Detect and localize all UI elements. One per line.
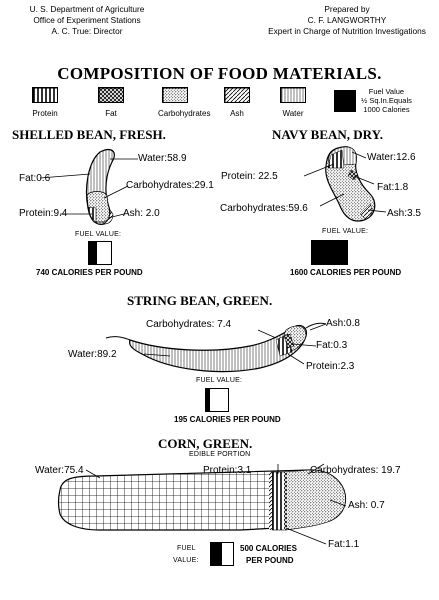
string-bean-calories: 195 calories per pound bbox=[174, 415, 281, 424]
header-director: A. C. True: Director bbox=[51, 26, 123, 36]
shelled-bean-fat-label: Fat:0.6 bbox=[19, 173, 51, 184]
legend-fuel-value: Fuel Value ½ Sq.In.Equals 1000 Calories bbox=[334, 87, 412, 114]
navy-bean-illustration bbox=[303, 146, 387, 222]
corn-subtitle: EDIBLE PORTION bbox=[189, 451, 251, 458]
shelled-bean-calories: 740 calories per pound bbox=[36, 268, 143, 277]
navy-bean-protein-label: Protein: 22.5 bbox=[221, 171, 278, 182]
navy-bean-ash-label: Ash:3.5 bbox=[387, 208, 421, 219]
shelled-bean-illustration bbox=[39, 149, 138, 225]
header-author: C. F. LANGWORTHY bbox=[307, 15, 387, 25]
fat-swatch-icon bbox=[98, 87, 126, 105]
string-bean-fuel-fill bbox=[206, 389, 211, 411]
string-bean-carbohydrates-label: Carbohydrates: 7.4 bbox=[146, 319, 232, 330]
legend-fat: Fat bbox=[98, 87, 126, 118]
legend-label: Carbohydrates bbox=[158, 109, 211, 118]
page-title: COMPOSITION OF FOOD MATERIALS. bbox=[57, 64, 382, 83]
string-bean-protein-label: Protein:2.3 bbox=[306, 361, 355, 372]
legend-water: Water bbox=[280, 87, 308, 118]
water-swatch-icon bbox=[280, 87, 308, 105]
navy-bean-fuel-label: Fuel value: bbox=[322, 228, 369, 235]
legend-label: Fat bbox=[105, 109, 117, 118]
fuel-value-swatch-icon bbox=[334, 89, 356, 112]
shelled-bean-protein-label: Protein:9.4 bbox=[19, 208, 68, 219]
fuel-legend-text: Fuel Value ½ Sq.In.Equals 1000 Calories bbox=[361, 87, 412, 114]
string-bean-fuel-label: Fuel value: bbox=[196, 377, 243, 384]
navy-bean-calories: 1600 calories per pound bbox=[290, 268, 402, 277]
corn-illustration bbox=[57, 463, 347, 545]
corn-fuel-label-line2: value: bbox=[173, 557, 199, 564]
header-prepared-by: Prepared by bbox=[324, 4, 370, 14]
corn-fuel-fill bbox=[211, 543, 222, 565]
shelled-bean-fuel-fill bbox=[89, 242, 98, 264]
protein-swatch-icon bbox=[32, 87, 60, 105]
legend-protein: Protein bbox=[32, 87, 60, 118]
navy-bean-fat-label: Fat:1.8 bbox=[377, 182, 409, 193]
fuel-legend-line: Fuel Value bbox=[368, 87, 405, 96]
string-bean-ash-label: Ash:0.8 bbox=[326, 318, 360, 329]
navy-bean-title: NAVY BEAN, DRY. bbox=[272, 127, 384, 142]
navy-bean-fuel-fill bbox=[311, 240, 348, 265]
fuel-legend-line: 1000 Calories bbox=[363, 105, 410, 114]
legend-carbohydrates: Carbohydrates bbox=[158, 87, 210, 118]
string-bean-water-label: Water:89.2 bbox=[68, 349, 117, 360]
header-office: Office of Experiment Stations bbox=[33, 15, 141, 25]
shelled-bean-fuel-box bbox=[88, 241, 112, 265]
shelled-bean-ash-label: Ash: 2.0 bbox=[123, 208, 160, 219]
header-department: U. S. Department of Agriculture bbox=[29, 4, 145, 14]
header-right: Prepared by C. F. LANGWORTHY Expert in C… bbox=[262, 4, 432, 37]
header-author-title: Expert in Charge of Nutrition Investigat… bbox=[268, 26, 426, 36]
navy-bean-water-label: Water:12.6 bbox=[367, 152, 416, 163]
string-bean-title: STRING BEAN, GREEN. bbox=[127, 293, 273, 308]
corn-title: CORN, GREEN. bbox=[158, 436, 253, 451]
string-bean-illustration bbox=[105, 322, 327, 373]
fuel-legend-line: ½ Sq.In.Equals bbox=[361, 96, 412, 105]
string-bean-fuel-box bbox=[205, 388, 229, 412]
header-left: U. S. Department of Agriculture Office o… bbox=[12, 4, 162, 37]
corn-calories-line1: 500 calories bbox=[240, 544, 297, 553]
shelled-bean-fuel-label: Fuel value: bbox=[75, 231, 122, 238]
corn-carbohydrates-label: Carbohydrates: 19.7 bbox=[310, 465, 401, 476]
shelled-bean-carbohydrates-label: Carbohydrates:29.1 bbox=[126, 180, 214, 191]
corn-calories-line2: per pound bbox=[246, 556, 294, 565]
corn-fat-label: Fat:1.1 bbox=[328, 539, 360, 550]
corn-protein-label: Protein:3.1 bbox=[203, 465, 252, 476]
navy-bean-carbohydrates-label: Carbohydrates:59.6 bbox=[220, 203, 308, 214]
legend-label: Ash bbox=[230, 109, 244, 118]
corn-water-label: Water:75.4 bbox=[35, 465, 84, 476]
legend-label: Protein bbox=[32, 109, 58, 118]
navy-bean-fuel-box bbox=[311, 240, 357, 265]
corn-fuel-box bbox=[210, 542, 234, 566]
corn-fuel-label-line1: Fuel bbox=[177, 545, 196, 552]
shelled-bean-water-label: Water:58.9 bbox=[138, 153, 187, 164]
corn-ash-label: Ash: 0.7 bbox=[348, 500, 385, 511]
string-bean-fat-label: Fat:0.3 bbox=[316, 340, 348, 351]
legend-ash: Ash bbox=[224, 87, 252, 118]
legend-label: Water bbox=[282, 109, 304, 118]
shelled-bean-title: SHELLED BEAN, FRESH. bbox=[12, 127, 166, 142]
ash-swatch-icon bbox=[224, 87, 252, 105]
carbohydrates-swatch-icon bbox=[162, 87, 190, 105]
